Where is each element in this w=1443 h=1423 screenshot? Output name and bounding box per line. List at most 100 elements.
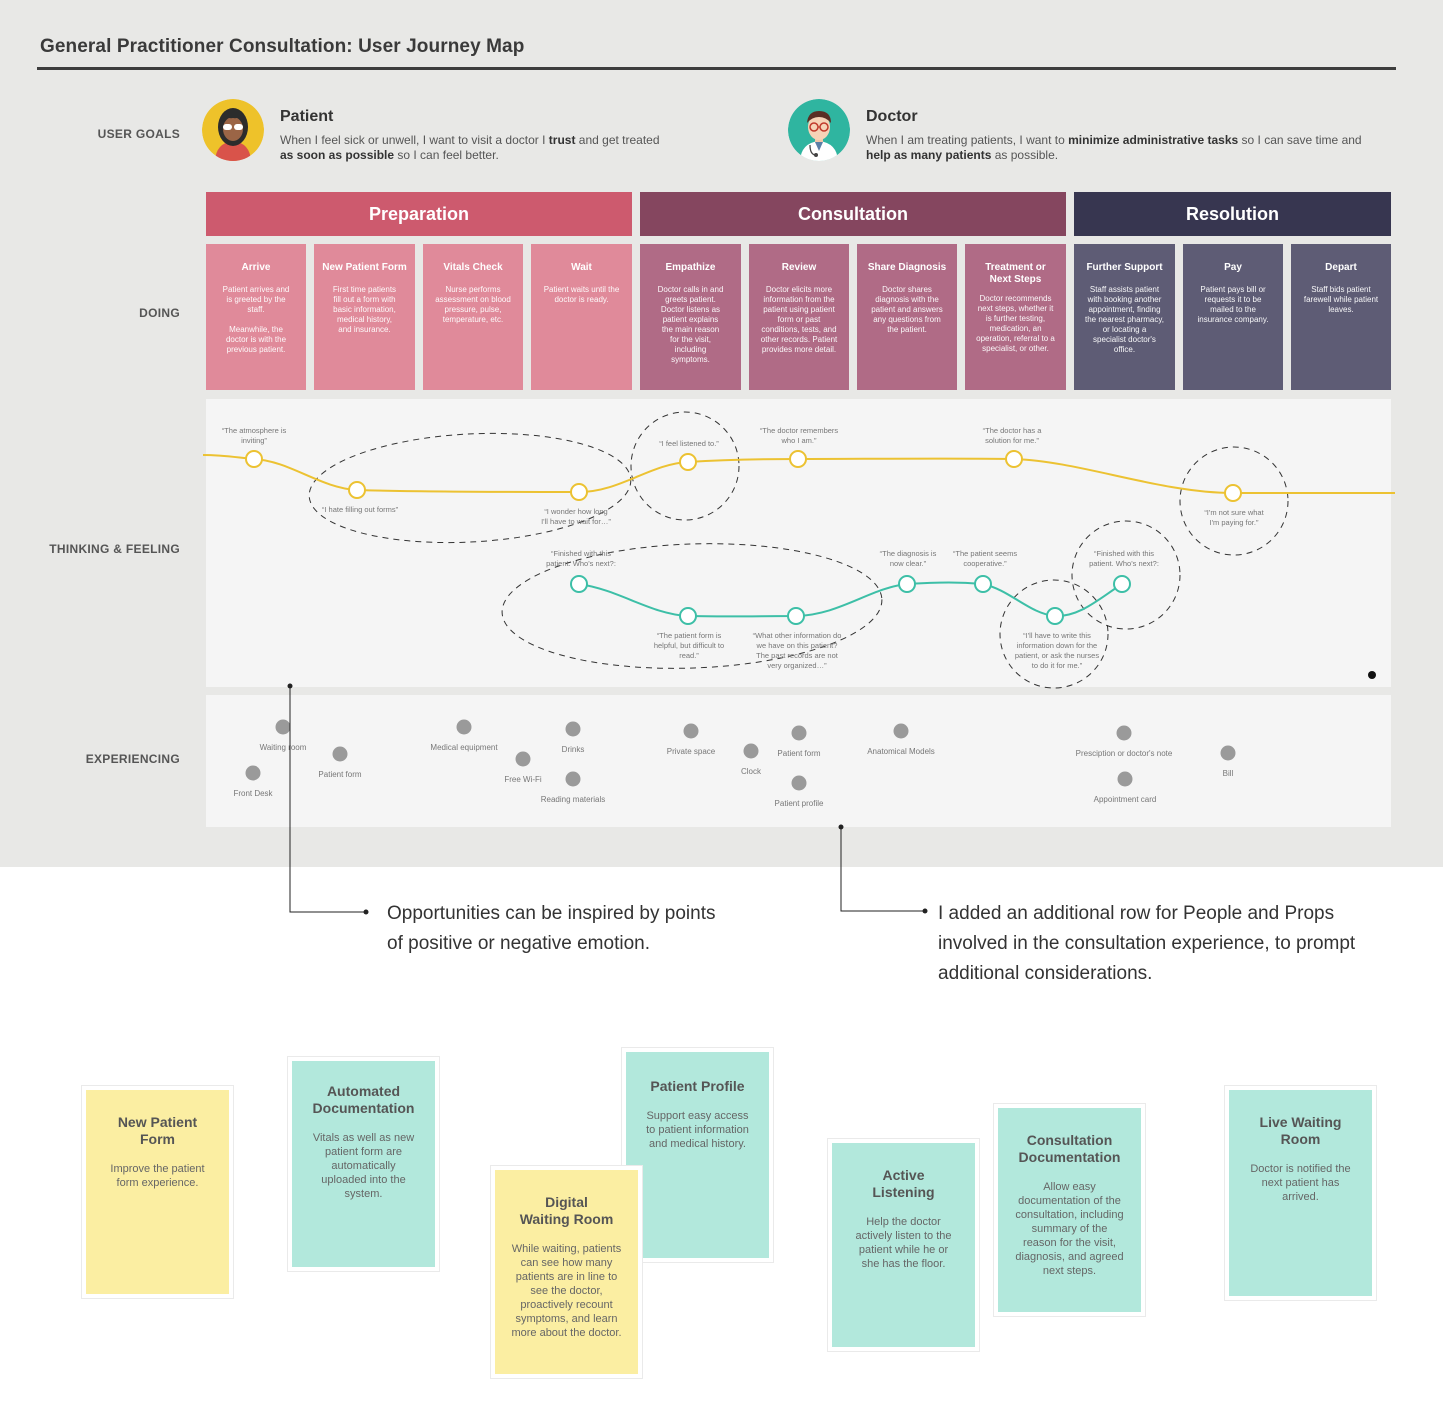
prop-label: Drinks xyxy=(561,745,585,754)
annotation-leader-lines xyxy=(287,683,928,915)
sticky-patient-profile: Patient Profile Support easy access to p… xyxy=(626,1052,769,1258)
prop-dot xyxy=(683,723,699,739)
doctor-quote: “Finished with this patient. Who's next?… xyxy=(546,549,616,568)
sticky-active-listening: Active Listening Help the doctor activel… xyxy=(832,1143,975,1347)
prop-label: Appointment card xyxy=(1093,795,1157,804)
patient-point-form xyxy=(348,481,366,499)
row-label-experiencing: EXPERIENCING xyxy=(85,752,180,766)
highlight-ellipse-write-down xyxy=(999,579,1109,689)
prop-dot xyxy=(275,719,291,735)
row-label-user-goals: USER GOALS xyxy=(97,127,180,141)
doctor-quote: “Finished with this patient. Who's next?… xyxy=(1089,549,1159,568)
sticky-automated-documentation: Automated Documentation Vitals as well a… xyxy=(292,1061,435,1267)
sticky-live-waiting-room: Live Waiting Room Doctor is notified the… xyxy=(1229,1090,1372,1296)
prop-label: Private space xyxy=(666,747,716,756)
leader-dot xyxy=(922,908,928,914)
prop-label: Free Wi-Fi xyxy=(504,775,542,784)
patient-point-treatment xyxy=(1005,450,1023,468)
prop-dot xyxy=(791,725,807,741)
doctor-point-write-down xyxy=(1046,607,1064,625)
prop-dot xyxy=(515,751,531,767)
sticky-consultation-documentation: Consultation Documentation Allow easy do… xyxy=(998,1108,1141,1312)
sticky-digital-waiting-room: Digital Waiting Room While waiting, pati… xyxy=(495,1170,638,1374)
leader-line-left xyxy=(289,686,366,913)
phase-resolution: Resolution xyxy=(1074,192,1391,236)
row-label-doing: DOING xyxy=(139,306,180,320)
prop-label: Patient form xyxy=(777,749,821,758)
prop-dot xyxy=(565,771,581,787)
patient-emotion-line xyxy=(202,454,1395,495)
patient-avatar xyxy=(202,99,264,161)
thinking-feeling-panel xyxy=(206,399,1391,687)
row-label-thinking-feeling: THINKING & FEELING xyxy=(49,542,180,556)
doctor-quote: “The diagnosis is now clear.” xyxy=(879,549,937,568)
patient-quote: “I'm not sure what I'm paying for.” xyxy=(1204,508,1264,527)
patient-quote: “The atmosphere is inviting” xyxy=(221,426,287,445)
prop-label: Waiting room xyxy=(259,743,307,752)
prop-dot xyxy=(332,746,348,762)
annotation-people-props: I added an additional row for People and… xyxy=(938,903,1356,984)
doctor-quote: “What other information do we have on th… xyxy=(752,631,842,670)
patient-quote: “I feel listened to.” xyxy=(659,439,719,448)
patient-quote: “The doctor has a solution for me.” xyxy=(982,426,1042,445)
prop-dot xyxy=(1116,725,1132,741)
prop-dot xyxy=(743,743,759,759)
patient-goal: When I feel sick or unwell, I want to vi… xyxy=(280,133,660,162)
patient-point-pay xyxy=(1224,484,1242,502)
patient-point-wait xyxy=(570,483,588,501)
prop-dot xyxy=(1117,771,1133,787)
prop-dot xyxy=(893,723,909,739)
doctor-quote: “The patient form is helpful, but diffic… xyxy=(653,631,725,660)
doctor-name: Doctor xyxy=(866,108,918,125)
doctor-quote: “The patient seems cooperative.” xyxy=(952,549,1018,568)
patient-quote: “I hate filling out forms” xyxy=(321,505,399,514)
prop-dot xyxy=(565,721,581,737)
prop-dot xyxy=(456,719,472,735)
prop-label: Anatomical Models xyxy=(867,747,935,756)
prop-label: Front Desk xyxy=(233,789,273,798)
panel-corner-dot xyxy=(1368,671,1376,679)
leader-dot xyxy=(363,909,369,915)
page-title: General Practitioner Consultation: User … xyxy=(40,36,525,57)
leader-line-right xyxy=(840,827,925,912)
doctor-goal: When I am treating patients, I want to m… xyxy=(866,133,1362,162)
leader-dot xyxy=(838,824,844,830)
prop-dot xyxy=(1220,745,1236,761)
patient-point-review xyxy=(789,450,807,468)
doctor-avatar-icon xyxy=(788,99,850,161)
prop-dot xyxy=(245,765,261,781)
annotation-opportunities: Opportunities can be inspired by points … xyxy=(387,903,716,954)
phase-preparation: Preparation xyxy=(206,192,632,236)
prop-label: Clock xyxy=(740,767,762,776)
highlight-ellipse-listened xyxy=(630,411,740,521)
patient-quote: “I wonder how long I'll have to wait for… xyxy=(541,507,611,526)
highlight-ellipse-paying xyxy=(1179,446,1289,556)
prop-dot xyxy=(791,775,807,791)
doctor-point-empathize xyxy=(679,607,697,625)
highlight-ellipse-form-records xyxy=(501,543,883,669)
prop-label: Presciption or doctor's note xyxy=(1075,749,1173,758)
patient-name: Patient xyxy=(280,108,334,125)
doctor-point-wait xyxy=(570,575,588,593)
sticky-new-patient-form: New Patient Form Improve the patient for… xyxy=(86,1090,229,1294)
doctor-point-cooperative xyxy=(974,575,992,593)
doctor-avatar xyxy=(788,99,850,161)
emotion-curves xyxy=(202,411,1395,689)
prop-label: Medical equipment xyxy=(430,743,498,752)
phase-consultation: Consultation xyxy=(640,192,1066,236)
doctor-point-diagnosis xyxy=(898,575,916,593)
patient-avatar-icon xyxy=(202,99,264,161)
prop-label: Reading materials xyxy=(540,795,606,804)
patient-point-arrive xyxy=(245,450,263,468)
prop-label: Patient profile xyxy=(774,799,824,808)
highlight-ellipse-finished xyxy=(1071,520,1181,630)
